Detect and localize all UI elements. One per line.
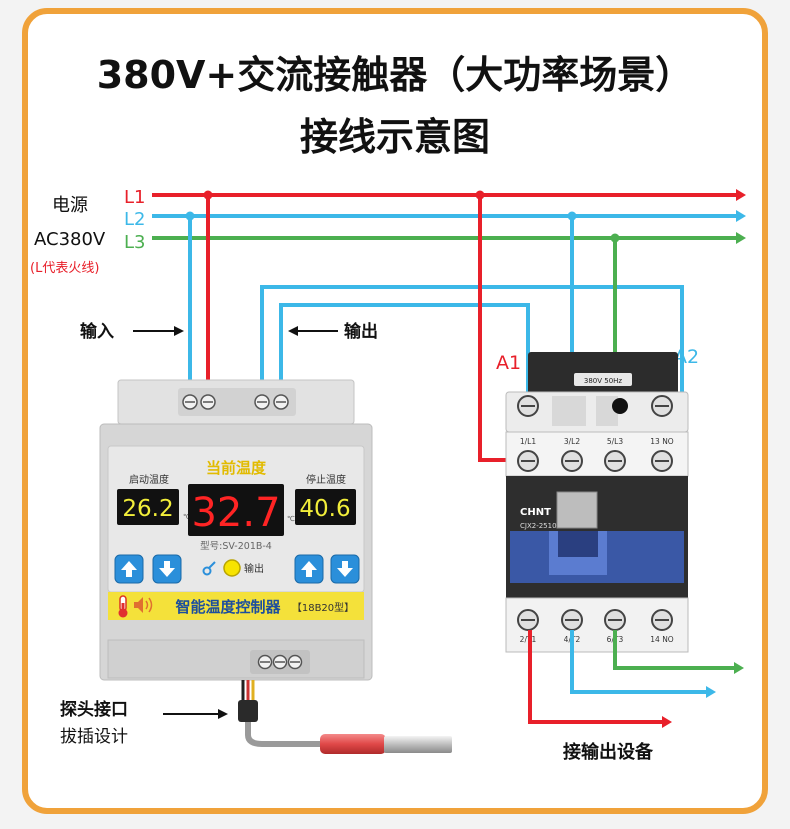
start-temp-label: 启动温度 — [129, 473, 169, 486]
probe-cable — [238, 680, 322, 747]
coil-terminal-a1 — [517, 395, 539, 417]
a1-label: A1 — [496, 352, 521, 374]
output-led-label: 输出 — [244, 562, 264, 575]
terminal-label-3-l2: 3/L2 — [564, 437, 580, 446]
input-label: 输入 — [80, 321, 114, 342]
terminal-label-13-no: 13 NO — [650, 437, 674, 446]
t3-output-wire — [613, 630, 736, 670]
output-label: 输出 — [344, 321, 378, 342]
terminal-label-14-no: 14 NO — [650, 635, 674, 644]
ac-contactor: 380V 50Hz 1/L1 3/L2 5/L3 13 NO CHNT CJX2… — [505, 352, 689, 653]
coil-rating-plate — [574, 373, 632, 386]
terminal-label-5-l3: 5/L3 — [607, 437, 623, 446]
l1-label: L1 — [124, 187, 145, 208]
top-terminal-screws — [182, 394, 289, 410]
sensor-type: 【18B20型】 — [292, 601, 354, 614]
load-terminal-screws — [517, 609, 673, 631]
l1-arrow-icon — [736, 189, 746, 201]
contactor-brand: CHNT — [520, 507, 551, 518]
l2-arrow-icon — [736, 210, 746, 222]
l3-arrow-icon — [736, 232, 746, 244]
junction-dot — [567, 211, 577, 221]
contactor-model: CJX2-2510 — [520, 522, 557, 530]
coil-terminal-a2 — [651, 395, 673, 417]
junction-dot — [203, 190, 213, 200]
output-led — [223, 559, 241, 577]
start-temp-display — [117, 489, 179, 525]
l3-label: L3 — [124, 232, 145, 253]
contactor-slot — [556, 491, 598, 529]
down-arrow-icon — [337, 561, 353, 577]
t1-arrow-icon — [662, 716, 672, 728]
stop-down-button — [330, 554, 360, 584]
thermometer-icon — [118, 595, 128, 618]
speaker-icon — [134, 597, 153, 613]
start-temp-unit: ℃ — [183, 513, 191, 521]
coil-a1-wire — [279, 303, 530, 398]
temperature-controller: 启动温度 当前温度 停止温度 26.2 ℃ 32.7 ℃ 40.6 型号:SV-… — [99, 379, 373, 681]
coil-rating: 380V 50Hz — [584, 377, 623, 385]
temperature-probe — [320, 734, 452, 754]
power-label: 电源 — [52, 195, 88, 216]
model-label: 型号:SV-201B-4 — [200, 541, 272, 552]
l2-label: L2 — [124, 209, 145, 230]
live-wire-note: (L代表火线) — [30, 261, 99, 276]
start-up-button — [114, 554, 144, 584]
stop-temp-value: 40.6 — [299, 496, 350, 522]
input-arrow-icon — [174, 326, 184, 336]
probe-label-line2: 拔插设计 — [60, 727, 128, 747]
bottom-terminal-screws — [257, 654, 303, 670]
output-arrow-icon — [288, 326, 298, 336]
start-down-button — [152, 554, 182, 584]
t3-arrow-icon — [734, 662, 744, 674]
current-temp-label: 当前温度 — [206, 459, 267, 477]
start-temp-value: 26.2 — [122, 496, 173, 522]
junction-dot — [610, 233, 620, 243]
up-arrow-icon — [301, 561, 317, 577]
key-icon — [202, 561, 216, 576]
current-temp-display — [188, 484, 284, 536]
voltage-label: AC380V — [34, 229, 106, 250]
t1-output-wire — [528, 630, 664, 724]
t2-arrow-icon — [706, 686, 716, 698]
down-arrow-icon — [159, 561, 175, 577]
name-bar — [108, 592, 364, 620]
junction-dot — [185, 211, 195, 221]
output-device-label: 接输出设备 — [563, 741, 654, 763]
up-arrow-icon — [121, 561, 137, 577]
stop-up-button — [294, 554, 324, 584]
title-line2: 接线示意图 — [300, 115, 490, 159]
terminal-label-1-l1: 1/L1 — [520, 437, 536, 446]
current-temp-unit: ℃ — [287, 515, 295, 523]
contactor-armature-core — [558, 531, 598, 557]
junction-dot — [475, 190, 485, 200]
stop-temp-display — [295, 489, 356, 525]
stop-temp-label: 停止温度 — [306, 473, 346, 486]
title-line1: 380V+交流接触器（大功率场景） — [97, 53, 694, 97]
contactor-top-cover — [552, 396, 586, 426]
probe-arrow-icon — [218, 709, 228, 719]
current-temp-value: 32.7 — [191, 490, 280, 536]
contactor-hole — [612, 398, 628, 414]
probe-connector — [238, 700, 258, 722]
a2-label: A2 — [674, 346, 699, 368]
probe-label-line1: 探头接口 — [60, 699, 128, 720]
t2-output-wire — [570, 630, 708, 694]
controller-name: 智能温度控制器 — [175, 598, 281, 616]
line-terminal-screws — [517, 450, 673, 472]
controller-bottom — [107, 639, 365, 679]
coil-a2-wire — [260, 285, 684, 396]
